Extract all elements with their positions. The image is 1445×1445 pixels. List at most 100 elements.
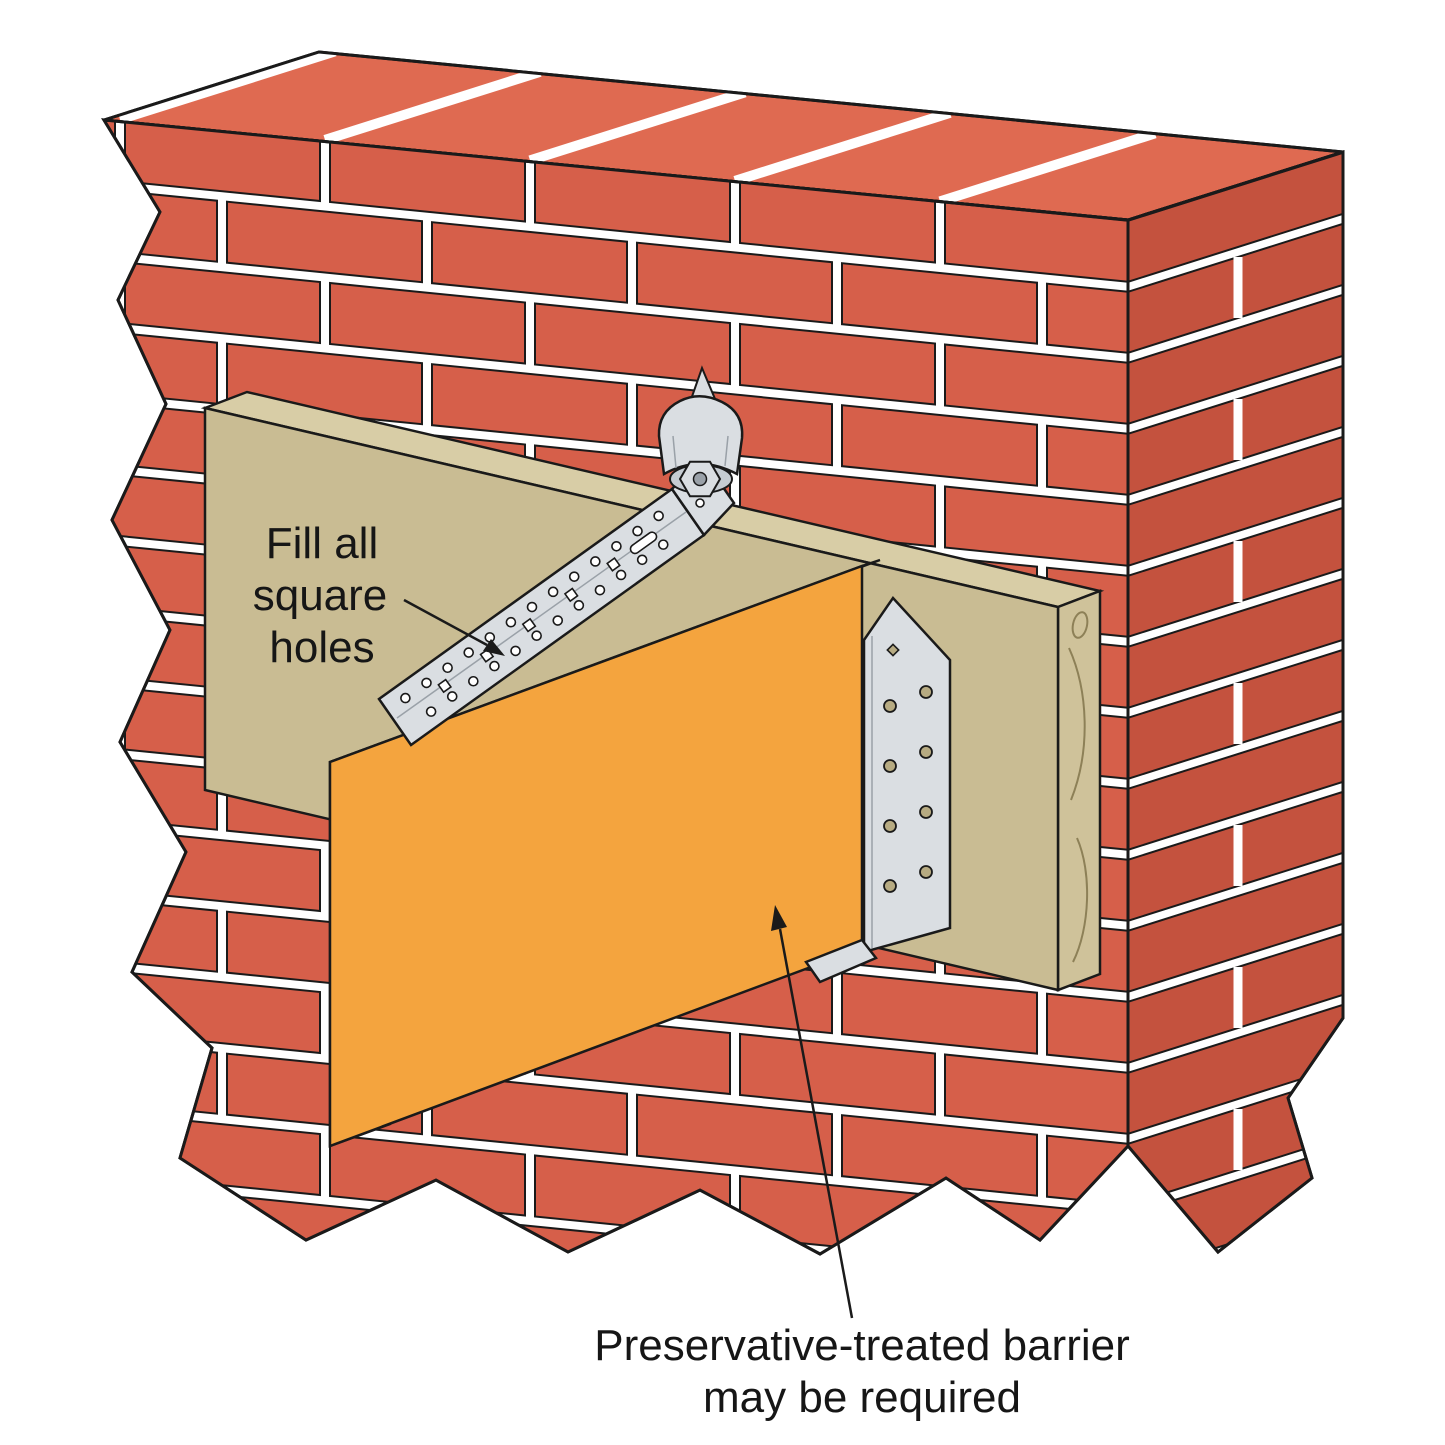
brick: [739, 1032, 936, 1116]
brick: [1355, 386, 1445, 467]
brick: [944, 343, 1128, 427]
brick: [0, 1155, 12, 1236]
strap-holes: [400, 498, 705, 717]
leaders: [403, 598, 854, 1319]
brick: [0, 1013, 12, 1093]
brick-top-joint: [938, 128, 1157, 207]
strap-square-hole: [437, 678, 453, 694]
barrier-label-line2: may be required: [703, 1373, 1021, 1422]
strap-round-hole: [489, 660, 500, 672]
strap-round-hole: [505, 616, 517, 628]
brick: [431, 363, 628, 446]
bolt-end: [692, 471, 708, 487]
strap-tie: [377, 455, 736, 747]
strap-round-hole: [547, 586, 559, 598]
strap-round-hole: [552, 615, 564, 626]
brick: [1355, 812, 1445, 893]
strap-round-hole: [636, 554, 648, 566]
strap-round-hole: [653, 510, 664, 522]
brick: [226, 200, 423, 284]
brick: [841, 972, 1038, 1055]
brick: [104, 950, 116, 1034]
brick: [104, 1234, 116, 1254]
brick: [104, 1174, 218, 1254]
wall-side-face: [1126, 149, 1345, 1255]
brick: [636, 1235, 833, 1254]
wood-grain-line: [1068, 647, 1086, 801]
brick: [124, 261, 321, 345]
anchor-assembly: [657, 365, 744, 498]
brick-top-joint: [733, 108, 952, 186]
brick: [125, 1257, 320, 1338]
joist-hanger-plate: [862, 596, 952, 954]
wall-front-outline: [101, 118, 1130, 1256]
strap-round-hole: [695, 498, 705, 508]
brick: [1046, 992, 1128, 1076]
strap-square-hole: [521, 617, 537, 633]
joist: [328, 558, 881, 1148]
hanger-hole: [883, 699, 897, 713]
hanger-hole: [919, 865, 933, 879]
wall-side-outline: [1126, 149, 1345, 1255]
brick: [104, 240, 116, 324]
strap-round-hole: [611, 540, 622, 552]
hanger-hole: [919, 745, 933, 759]
barrier-leader-line: [778, 928, 854, 1319]
strap-round-hole: [484, 632, 496, 643]
brick: [104, 1032, 218, 1115]
joist-hanger: [862, 596, 952, 954]
brick: [739, 322, 936, 406]
brick: [431, 221, 628, 304]
hanger-hole: [919, 685, 933, 699]
brick: [0, 729, 12, 810]
brick-end: [1128, 719, 1343, 852]
brick-end: [1128, 293, 1343, 426]
strap-round-hole: [573, 600, 585, 611]
brick: [1355, 1096, 1445, 1177]
strap-round-hole: [400, 692, 411, 704]
barrier-label-line1: Preservative-treated barrier: [594, 1321, 1130, 1370]
strap-round-hole: [425, 706, 437, 717]
strap-round-hole: [468, 675, 479, 687]
brick-end: [1128, 861, 1343, 994]
brick: [0, 587, 12, 668]
brick-end: [1128, 1003, 1343, 1136]
bracket-detail-line: [672, 435, 677, 469]
joist-hanger-seat: [804, 938, 878, 984]
brick-top-joint: [1350, 174, 1445, 242]
hanger-hole: [883, 819, 897, 833]
strap-square-hole: [563, 587, 579, 603]
brick: [104, 382, 116, 466]
hanger-hole: [919, 805, 933, 819]
brick: [104, 1092, 116, 1176]
brick: [104, 666, 116, 750]
brick-end: [1128, 577, 1343, 710]
fill-holes-label-line3: holes: [269, 623, 374, 672]
strap-round-hole: [463, 647, 475, 658]
brick: [104, 524, 116, 608]
strap-round-hole: [615, 569, 627, 581]
hanger-hole: [883, 879, 897, 893]
fill-holes-label-line1: Fill all: [266, 519, 378, 568]
brick-top-joint: [118, 52, 337, 125]
wood-grain-line: [1072, 837, 1089, 963]
brick: [636, 1093, 833, 1177]
strap-round-hole: [632, 525, 643, 537]
brick: [841, 262, 1038, 345]
hanger-diamond-hole: [886, 643, 900, 657]
hanger-nail-holes: [883, 643, 933, 893]
brick: [1355, 244, 1445, 325]
wood-grain-knot: [1071, 611, 1089, 639]
fill-holes-arrowhead: [483, 639, 505, 656]
strap-round-hole: [657, 539, 669, 550]
brick: [329, 281, 526, 365]
brick: [0, 445, 12, 526]
brick: [1252, 1298, 1445, 1379]
brick: [1355, 1238, 1445, 1319]
strap-round-hole: [590, 556, 601, 567]
brick: [636, 241, 833, 325]
brick: [944, 1053, 1128, 1137]
brick: [1355, 528, 1445, 609]
